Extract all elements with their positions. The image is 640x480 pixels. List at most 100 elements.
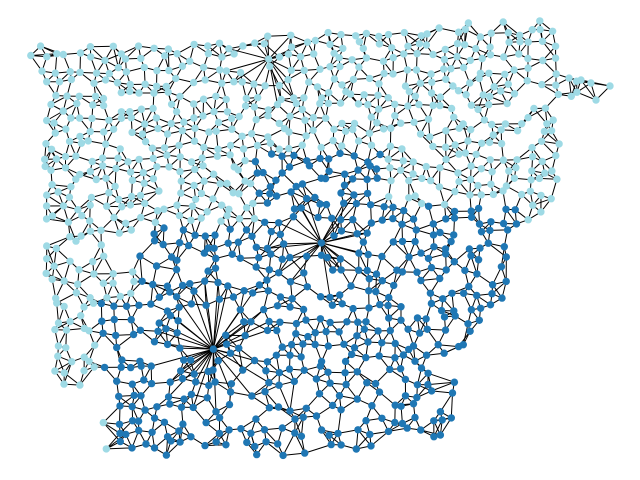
graph-node-light — [109, 279, 117, 287]
graph-node-light — [135, 89, 143, 97]
graph-node-dark — [497, 263, 506, 271]
graph-node-light — [486, 156, 494, 164]
graph-node-light — [117, 114, 126, 123]
graph-edge — [267, 34, 291, 37]
graph-node-light — [477, 165, 485, 173]
graph-node-light — [375, 40, 384, 48]
graph-node-dark — [180, 395, 188, 403]
graph-node-light — [379, 125, 388, 133]
graph-node-dark — [486, 226, 494, 235]
graph-edge — [267, 242, 322, 249]
graph-node-light — [510, 174, 519, 182]
graph-node-light — [134, 42, 143, 50]
graph-edge — [177, 320, 214, 350]
graph-node-dark — [451, 312, 459, 320]
graph-node-light — [226, 151, 234, 159]
graph-node-light — [436, 164, 444, 172]
graph-node-light — [516, 31, 524, 39]
graph-node-light — [43, 78, 51, 86]
graph-node-light — [111, 182, 119, 191]
graph-node-light — [126, 108, 134, 116]
graph-node-light — [218, 53, 226, 61]
graph-edge — [580, 79, 597, 101]
graph-node-light — [466, 191, 474, 199]
graph-node-light — [475, 74, 483, 83]
graph-node-light — [537, 137, 546, 145]
graph-edge — [167, 343, 214, 350]
graph-node-light — [98, 154, 107, 162]
graph-edge — [283, 242, 322, 245]
graph-node-light — [53, 50, 61, 58]
graph-node-dark — [378, 252, 386, 261]
graph-node-light — [422, 162, 430, 171]
graph-node-light — [505, 38, 513, 46]
graph-node-light — [416, 79, 425, 87]
graph-node-dark — [175, 303, 183, 311]
graph-node-dark — [263, 244, 272, 253]
graph-node-dark — [190, 370, 198, 378]
graph-node-dark — [385, 314, 393, 322]
graph-node-light — [141, 199, 149, 208]
graph-node-dark — [317, 239, 326, 247]
graph-node-dark — [326, 318, 334, 327]
graph-node-light — [53, 299, 61, 307]
graph-node-dark — [422, 315, 430, 323]
graph-node-light — [112, 164, 120, 173]
graph-node-dark — [177, 403, 186, 411]
graph-node-light — [290, 94, 298, 102]
graph-node-light — [230, 50, 238, 58]
graph-node-light — [75, 266, 83, 274]
graph-node-light — [62, 326, 71, 334]
graph-node-dark — [461, 266, 469, 275]
graph-node-light — [349, 75, 358, 84]
graph-node-dark — [263, 326, 272, 335]
graph-node-dark — [137, 362, 145, 370]
graph-node-light — [487, 180, 495, 188]
graph-node-light — [103, 294, 111, 302]
graph-node-dark — [166, 378, 174, 386]
graph-node-dark — [437, 306, 446, 315]
graph-node-light — [175, 141, 183, 150]
graph-node-dark — [440, 313, 449, 321]
graph-node-light — [241, 177, 249, 185]
graph-node-dark — [187, 300, 196, 308]
graph-node-light — [527, 176, 535, 184]
graph-node-light — [537, 191, 545, 200]
graph-node-dark — [205, 381, 213, 390]
graph-node-light — [228, 125, 236, 133]
graph-node-light — [260, 40, 269, 48]
graph-node-light — [86, 217, 94, 225]
graph-edge — [228, 48, 269, 60]
graph-node-light — [209, 195, 217, 203]
graph-node-light — [577, 76, 585, 84]
graph-node-light — [348, 56, 356, 64]
graph-node-dark — [278, 343, 286, 351]
graph-node-light — [214, 145, 222, 153]
graph-node-dark — [329, 266, 337, 274]
graph-node-dark — [450, 207, 459, 216]
graph-node-dark — [316, 293, 325, 301]
graph-node-dark — [429, 220, 437, 228]
graph-node-light — [246, 179, 255, 188]
graph-node-light — [72, 175, 80, 183]
graph-node-dark — [265, 404, 274, 412]
graph-node-dark — [135, 301, 143, 309]
graph-node-dark — [134, 417, 143, 425]
graph-node-dark — [274, 440, 282, 448]
graph-node-dark — [142, 440, 150, 448]
graph-node-light — [387, 177, 395, 185]
graph-node-light — [467, 162, 475, 170]
graph-node-dark — [266, 190, 274, 198]
graph-node-light — [92, 175, 101, 184]
graph-node-light — [74, 206, 82, 214]
graph-node-dark — [137, 392, 145, 400]
graph-node-light — [52, 244, 60, 253]
graph-node-light — [399, 157, 407, 165]
graph-node-light — [72, 152, 80, 160]
graph-node-light — [218, 201, 226, 209]
graph-node-light — [190, 137, 199, 145]
graph-edge — [102, 422, 121, 442]
graph-node-dark — [411, 237, 419, 246]
graph-node-light — [405, 176, 413, 185]
graph-node-dark — [386, 326, 394, 335]
